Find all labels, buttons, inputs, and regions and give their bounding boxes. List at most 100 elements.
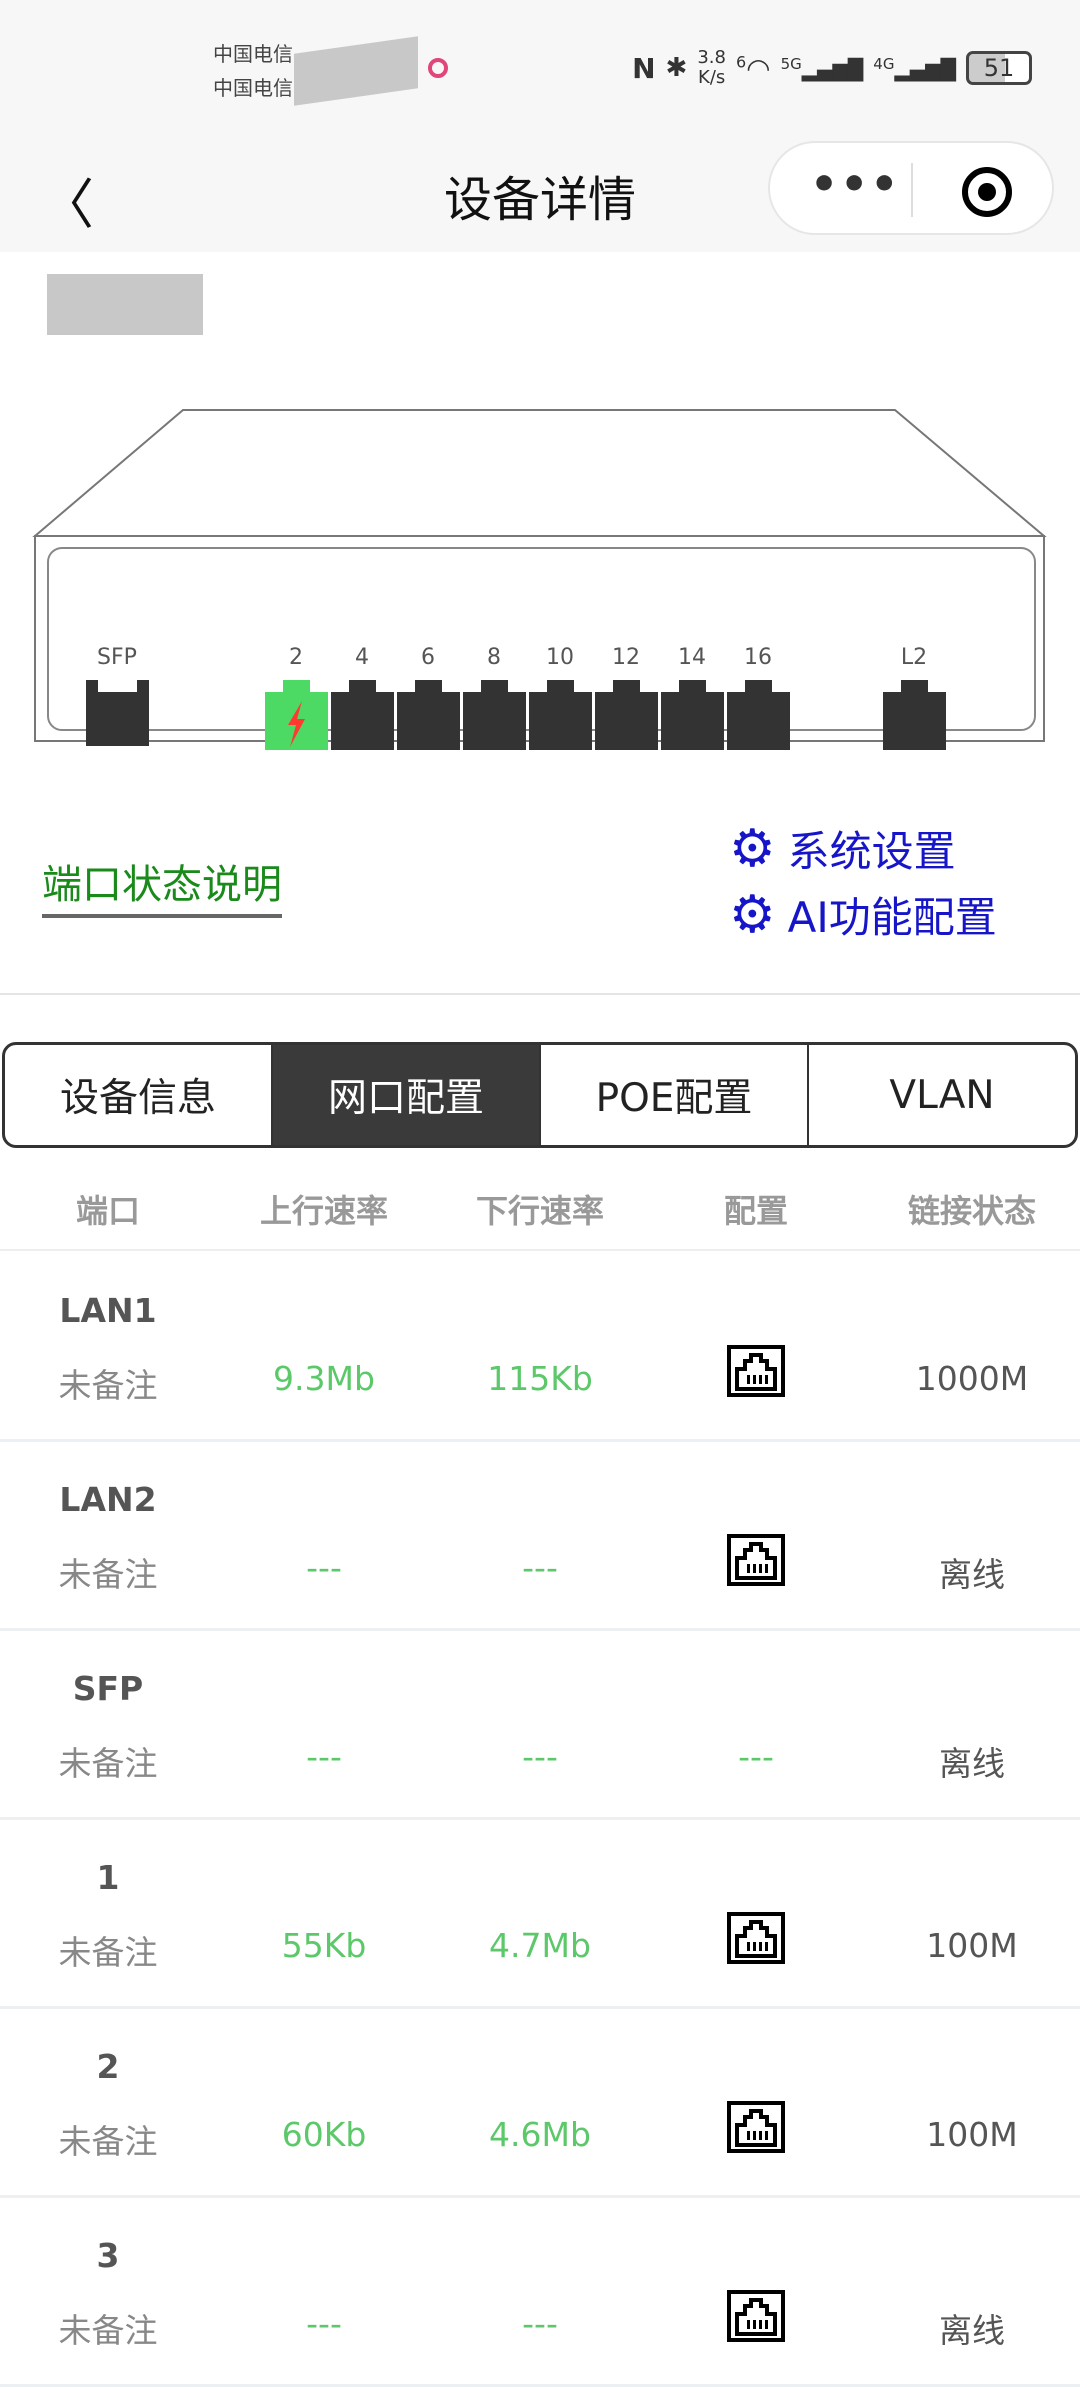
upload-rate: 9.3Mb — [273, 1359, 375, 1398]
config-cell[interactable] — [648, 1253, 864, 1442]
port-6[interactable] — [397, 680, 460, 750]
port-10[interactable] — [529, 680, 592, 750]
table-row: LAN1 未备注 9.3Mb 115Kb 1000M — [0, 1253, 1080, 1442]
download-rate: --- — [522, 1548, 558, 1587]
port-name: SFP — [72, 1669, 144, 1708]
port-label: 12 — [612, 645, 640, 670]
port-remark[interactable]: 未备注 — [58, 2122, 158, 2161]
download-rate: 4.7Mb — [489, 1926, 591, 1965]
table-row: SFP 未备注 --- --- --- 离线 — [0, 1631, 1080, 1820]
link-status: 100M — [926, 2115, 1018, 2154]
gear-icon: ⚙ — [729, 818, 776, 879]
table-row: LAN2 未备注 --- --- 离线 — [0, 1442, 1080, 1631]
tab-vlan[interactable]: VLAN — [889, 1072, 995, 1118]
carrier-2: 中国电信 — [213, 76, 293, 100]
gear-icon: ⚙ — [729, 884, 776, 945]
upload-rate: --- — [306, 1737, 342, 1776]
port-remark[interactable]: 未备注 — [58, 1366, 158, 1405]
header-config: 配置 — [723, 1192, 788, 1230]
rj45-icon[interactable] — [727, 1534, 785, 1586]
link-status: 离线 — [939, 1555, 1005, 1594]
system-settings-label: 系统设置 — [787, 827, 956, 876]
port-l2[interactable] — [883, 680, 946, 750]
rj45-icon[interactable] — [727, 1345, 785, 1397]
link-status: 离线 — [939, 2311, 1005, 2350]
recording-icon — [428, 58, 448, 78]
back-button[interactable]: 〈 — [40, 173, 94, 236]
header-upload: 上行速率 — [259, 1192, 388, 1230]
signal-5g-icon: 5G▂▄▆█ — [780, 54, 864, 82]
port-name: LAN1 — [59, 1291, 157, 1330]
port-14[interactable] — [661, 680, 724, 750]
port-label: L2 — [901, 645, 927, 670]
port-name: 1 — [96, 1858, 120, 1897]
rj45-icon[interactable] — [727, 2290, 785, 2342]
upload-rate: 60Kb — [281, 2115, 367, 2154]
signal-5g-label: 5G — [780, 54, 802, 73]
header-download: 下行速率 — [475, 1192, 604, 1230]
redacted-device-name — [47, 274, 203, 335]
port-remark[interactable]: 未备注 — [58, 1744, 158, 1783]
page-title: 设备详情 — [443, 172, 636, 228]
header-port: 端口 — [75, 1192, 140, 1230]
mini-program-capsule: ••• — [768, 141, 1054, 235]
switch-diagram: SFP 24681012141613579111315L2L1 — [32, 409, 1047, 750]
link-status: 1000M — [915, 1359, 1029, 1398]
tab-port-config[interactable]: 网口配置 — [273, 1045, 541, 1145]
port-remark[interactable]: 未备注 — [58, 2311, 158, 2350]
config-cell[interactable] — [648, 2009, 864, 2198]
config-cell[interactable] — [648, 2198, 864, 2387]
port-label: 14 — [678, 645, 706, 670]
port-label: 6 — [421, 645, 435, 670]
system-settings-link[interactable]: ⚙系统设置 — [729, 818, 956, 879]
rj45-icon[interactable] — [727, 2101, 785, 2153]
port-12[interactable] — [595, 680, 658, 750]
carrier-1: 中国电信 — [213, 42, 293, 66]
port-4[interactable] — [331, 680, 394, 750]
divider — [0, 993, 1080, 995]
port-name: 2 — [96, 2047, 120, 2086]
more-dots-icon[interactable]: ••• — [810, 159, 901, 210]
port-label: 10 — [546, 645, 574, 670]
wifi-icon: 6◠ — [735, 51, 771, 85]
download-rate: --- — [522, 1737, 558, 1776]
port-remark[interactable]: 未备注 — [58, 1555, 158, 1594]
table-row: 1 未备注 55Kb 4.7Mb 100M — [0, 1820, 1080, 2009]
tab-device-info[interactable]: 设备信息 — [5, 1045, 273, 1145]
ai-config-link[interactable]: ⚙AI功能配置 — [729, 884, 997, 945]
port-label: 16 — [744, 645, 772, 670]
table-row: 2 未备注 60Kb 4.6Mb 100M — [0, 2009, 1080, 2198]
port-8[interactable] — [463, 680, 526, 750]
port-status-help-link[interactable]: 端口状态说明 — [42, 852, 282, 918]
port-label: 4 — [355, 645, 369, 670]
switch-top — [32, 409, 1047, 537]
header-link-status: 链接状态 — [907, 1192, 1036, 1230]
download-rate: 115Kb — [487, 1359, 593, 1398]
nfc-icon: N — [632, 51, 656, 85]
link-status: 离线 — [939, 1744, 1005, 1783]
table-header: 端口 上行速率 下行速率 配置 链接状态 — [0, 1186, 1080, 1251]
sfp-label: SFP — [97, 645, 137, 670]
sfp-port[interactable] — [86, 680, 149, 746]
port-remark[interactable]: 未备注 — [58, 1933, 158, 1972]
port-name: 3 — [96, 2236, 120, 2275]
link-status: 100M — [926, 1926, 1018, 1965]
upload-rate: --- — [306, 2304, 342, 2343]
battery-icon: 51 — [966, 51, 1032, 85]
rj45-icon[interactable] — [727, 1912, 785, 1964]
download-rate: 4.6Mb — [489, 2115, 591, 2154]
tab-poe-config[interactable]: POE配置 — [541, 1045, 809, 1145]
bluetooth-icon: ✱ — [665, 53, 688, 83]
ai-config-label: AI功能配置 — [787, 893, 997, 942]
target-circle-icon[interactable] — [962, 167, 1012, 217]
capsule-divider — [911, 163, 913, 217]
config-cell[interactable] — [648, 1442, 864, 1631]
port-label: 8 — [487, 645, 501, 670]
upload-rate: 55Kb — [281, 1926, 367, 1965]
net-speed-unit: K/s — [698, 67, 726, 88]
port-name: LAN2 — [59, 1480, 157, 1519]
port-16[interactable] — [727, 680, 790, 750]
config-cell[interactable] — [648, 1820, 864, 2009]
